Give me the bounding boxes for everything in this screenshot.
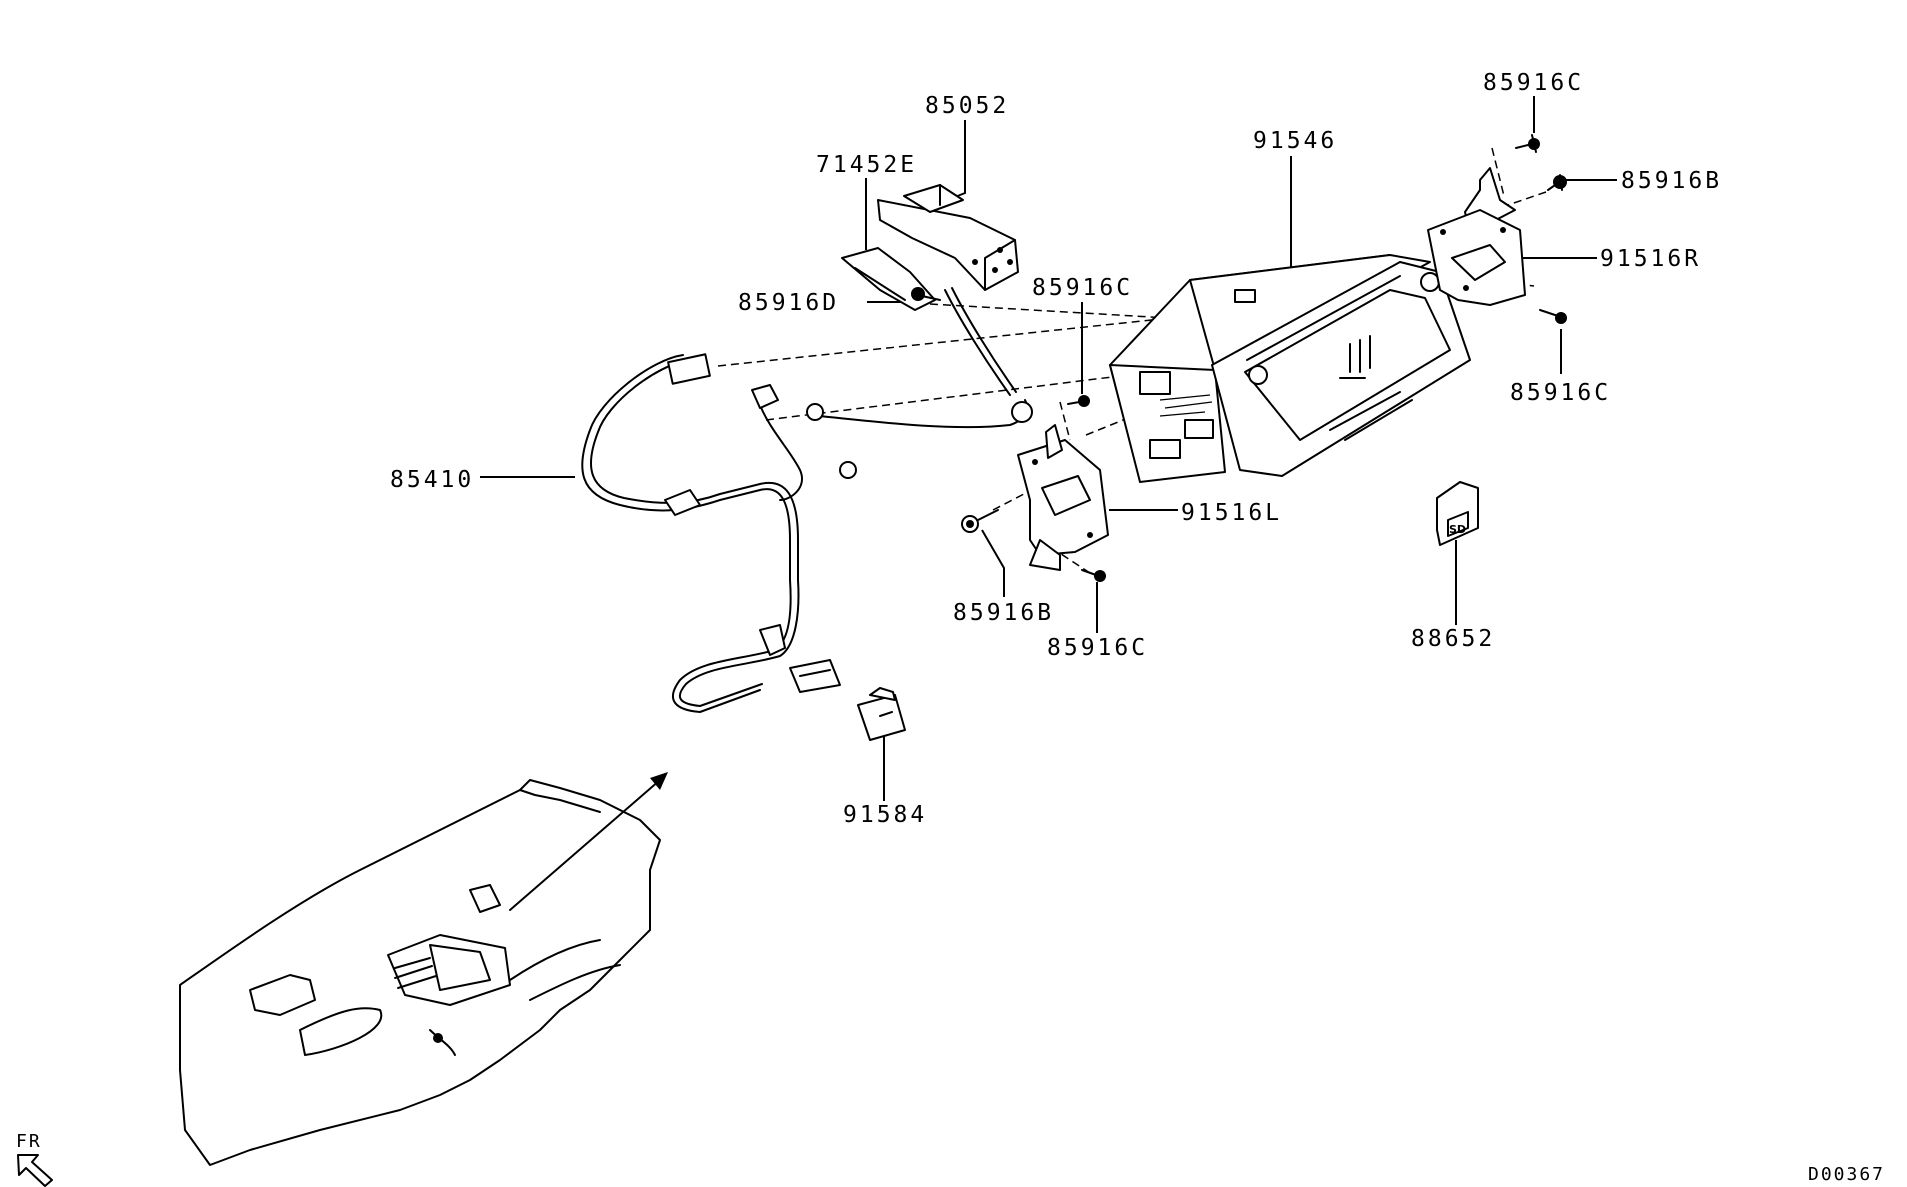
label-85916C-mid: 85916C xyxy=(1032,275,1133,301)
bracket-91516L xyxy=(1017,424,1109,571)
harness-85410 xyxy=(581,287,1033,713)
sd-card-text: SD xyxy=(1449,523,1466,536)
label-91516R: 91516R xyxy=(1600,246,1701,272)
connector-91584 xyxy=(857,687,906,741)
label-85916C-top: 85916C xyxy=(1483,70,1584,96)
sd-card-88652: SD xyxy=(1436,481,1479,546)
label-85410: 85410 xyxy=(390,467,474,493)
label-71452E: 71452E xyxy=(816,152,917,178)
bolt-85916B-left xyxy=(961,509,999,533)
fr-label: FR xyxy=(16,1131,42,1152)
label-85916C-right: 85916C xyxy=(1510,380,1611,406)
bracket-85052 xyxy=(877,184,1019,291)
dashboard-overview xyxy=(179,772,668,1166)
fr-arrow-icon xyxy=(17,1154,53,1187)
label-85916B-left: 85916B xyxy=(953,600,1054,626)
screw-85916D xyxy=(911,287,941,301)
label-91584: 91584 xyxy=(843,802,927,828)
head-unit-91546 xyxy=(1109,254,1471,483)
label-88652: 88652 xyxy=(1411,626,1495,652)
label-91546: 91546 xyxy=(1253,128,1337,154)
label-85052: 85052 xyxy=(925,93,1009,119)
label-85916C-bottom: 85916C xyxy=(1047,635,1148,661)
label-91516L: 91516L xyxy=(1181,500,1282,526)
diagram-code: D00367 xyxy=(1808,1164,1885,1185)
screw-85916C-right xyxy=(1539,309,1567,324)
pad-71452E xyxy=(841,247,936,311)
leader-lines xyxy=(480,96,1617,801)
label-85916D: 85916D xyxy=(738,290,839,316)
label-85916B-right: 85916B xyxy=(1621,168,1722,194)
bracket-91516R xyxy=(1427,167,1526,306)
bolt-85916B-right xyxy=(1547,174,1567,191)
screw-85916C-mid xyxy=(1067,395,1090,407)
screw-85916C-bottom xyxy=(1081,569,1106,582)
screw-85916C-top xyxy=(1515,134,1540,153)
